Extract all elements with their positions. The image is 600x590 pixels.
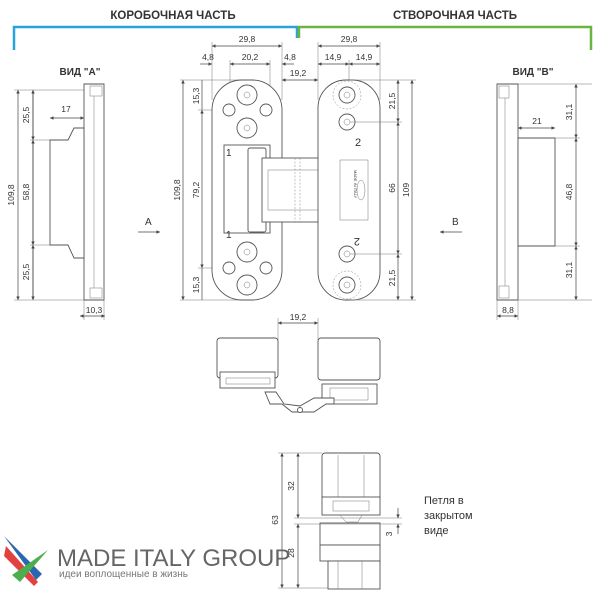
frame-inner-dim: 20,2 bbox=[242, 52, 259, 62]
frame-width-dim: 29,8 bbox=[239, 34, 256, 44]
closed-caption-line2: закрытом bbox=[424, 510, 473, 522]
open-top-view: 19,2 bbox=[216, 312, 381, 413]
view-a-bottom-dim: 25,5 bbox=[21, 263, 31, 280]
view-b-top-dim: 31,1 bbox=[564, 103, 574, 120]
view-b-depth-dim: 21 bbox=[532, 116, 542, 126]
closed-bottom-dim: 28 bbox=[286, 548, 296, 558]
view-a-arrow: A bbox=[138, 217, 160, 234]
door-height-dim: 109 bbox=[401, 183, 411, 197]
logo-slogan: идеи воплощенные в жизнь bbox=[59, 569, 188, 580]
door-part-heading: СТВОРОЧНАЯ ЧАСТЬ bbox=[393, 10, 517, 22]
frame-bottom-offset-dim: 15,3 bbox=[191, 276, 201, 293]
view-a-middle-dim: 58,8 bbox=[21, 183, 31, 200]
closed-total-dim: 63 bbox=[270, 515, 280, 525]
made-in-italy-stamp: MADE IN ITALY bbox=[353, 170, 358, 199]
frame-height-dim: 109,8 bbox=[172, 179, 182, 201]
door-bottom-offset-dim: 21,5 bbox=[387, 269, 397, 286]
frame-hole-span-dim: 79,2 bbox=[191, 181, 201, 198]
view-a: ВИД "А" 109,8 25,5 58,8 25,5 17 10,3 bbox=[6, 67, 105, 320]
door-plate-front: 29,8 14,9 14,9 2 2 MADE IN ITALY 21,5 66… bbox=[317, 34, 416, 301]
closed-caption-line3: виде bbox=[424, 525, 449, 537]
frame-mark-bottom: 1 bbox=[226, 230, 232, 241]
view-b-middle-dim: 46,8 bbox=[564, 183, 574, 200]
gap-dim: 19,2 bbox=[290, 68, 307, 78]
svg-text:A: A bbox=[145, 217, 152, 228]
door-mark-bottom: 2 bbox=[354, 235, 360, 247]
door-top-offset-dim: 21,5 bbox=[387, 92, 397, 109]
frame-margin-left-dim: 4,8 bbox=[202, 52, 214, 62]
view-a-thickness-dim: 10,3 bbox=[86, 305, 103, 315]
door-mark-top: 2 bbox=[355, 137, 361, 149]
frame-bracket bbox=[12, 25, 299, 50]
door-half-right-dim: 14,9 bbox=[356, 52, 373, 62]
view-b-title: ВИД "В" bbox=[512, 67, 553, 78]
view-a-top-dim: 25,5 bbox=[21, 106, 31, 123]
closed-gap-dim: 3 bbox=[384, 531, 394, 536]
view-a-depth-dim: 17 bbox=[61, 104, 71, 114]
view-b-arrow: B bbox=[440, 217, 462, 234]
frame-plate-front: 29,8 4,8 20,2 4,8 19,2 109,8 79,2 15,3 1… bbox=[172, 34, 318, 301]
open-offset-dim: 19,2 bbox=[290, 312, 307, 322]
frame-part-heading: КОРОБОЧНАЯ ЧАСТЬ bbox=[110, 10, 235, 22]
door-hole-span-dim: 66 bbox=[387, 183, 397, 193]
company-logo: MADE ITALY GROUP идеи воплощенные в жизн… bbox=[4, 536, 290, 586]
view-a-title: ВИД "А" bbox=[59, 67, 100, 78]
door-width-dim: 29,8 bbox=[341, 34, 358, 44]
closed-view: 63 32 28 3 Петля в закрытом виде bbox=[270, 452, 473, 590]
frame-top-offset-dim: 15,3 bbox=[191, 87, 201, 104]
door-bracket bbox=[297, 25, 593, 50]
logo-name: MADE ITALY GROUP bbox=[57, 545, 290, 572]
closed-top-dim: 32 bbox=[286, 481, 296, 491]
frame-mark-top: 1 bbox=[226, 148, 232, 159]
view-b-thickness-dim: 8,8 bbox=[502, 305, 514, 315]
closed-caption-line1: Петля в bbox=[424, 495, 464, 507]
svg-text:B: B bbox=[452, 217, 459, 228]
view-a-total-dim: 109,8 bbox=[6, 184, 16, 206]
frame-margin-right-dim: 4,8 bbox=[284, 52, 296, 62]
view-b: ВИД "В" 21 31,1 46,8 31,1 8,8 bbox=[496, 67, 592, 320]
view-b-bottom-dim: 31,1 bbox=[564, 261, 574, 278]
door-half-left-dim: 14,9 bbox=[325, 52, 342, 62]
